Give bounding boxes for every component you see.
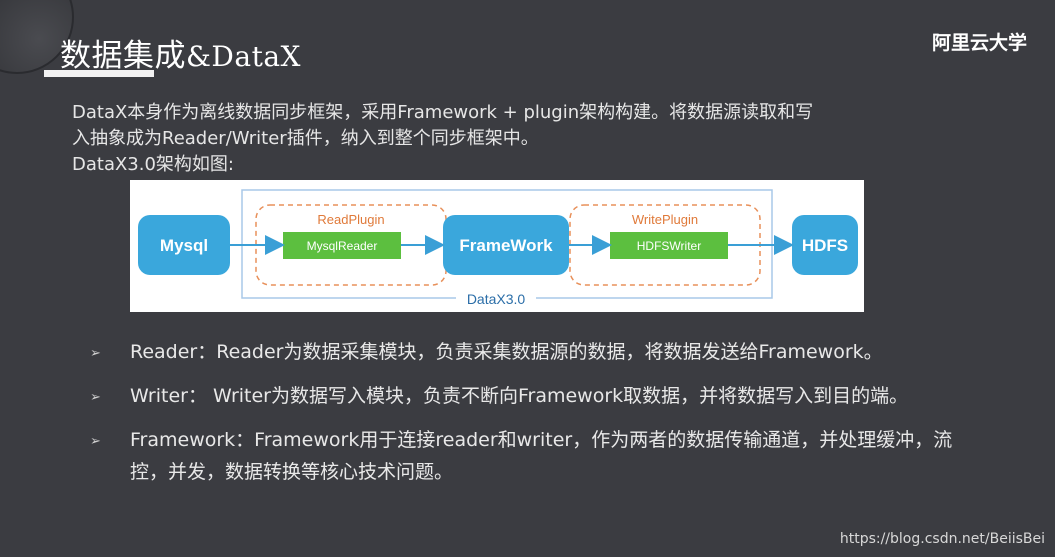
intro-text: DataX本身作为离线数据同步框架，采用Framework + plugin架构… [72, 100, 932, 178]
hdfs-writer-label: HDFSWriter [637, 239, 701, 253]
framework-label: FrameWork [459, 236, 553, 255]
mysql-reader-label: MysqlReader [307, 239, 378, 253]
title-chinese: 数据集成 [60, 38, 186, 74]
architecture-svg: DataX3.0 Mysql ReadPlugin MysqlReader Fr… [138, 189, 858, 308]
mysql-label: Mysql [160, 236, 208, 255]
mysql-reader-box [283, 232, 401, 259]
title-underline [44, 70, 154, 77]
write-plugin-label: WritePlugin [632, 212, 698, 227]
hdfs-box [792, 215, 858, 275]
read-plugin-label: ReadPlugin [317, 212, 384, 227]
bullet-arrow-icon: ➢ [90, 434, 101, 449]
page-title: 数据集成&DataX [60, 30, 301, 75]
watermark-url: https://blog.csdn.net/BeiisBei [839, 531, 1045, 547]
list-item: ➢ Writer： Writer为数据写入模块，负责不断向Framework取数… [90, 380, 970, 414]
intro-line-1: DataX本身作为离线数据同步框架，采用Framework + plugin架构… [72, 102, 814, 123]
bullet-arrow-icon: ➢ [90, 346, 101, 361]
bullet-text-writer: Writer： Writer为数据写入模块，负责不断向Framework取数据，… [130, 385, 909, 407]
list-item: ➢ Reader：Reader为数据采集模块，负责采集数据源的数据，将数据发送给… [90, 336, 970, 370]
title-latin: &DataX [186, 40, 301, 73]
intro-line-2: 入抽象成为Reader/Writer插件，纳入到整个同步框架中。 [72, 128, 539, 149]
intro-line-3: DataX3.0架构如图: [72, 154, 234, 175]
hdfs-label: HDFS [802, 236, 848, 255]
bullet-text-framework: Framework：Framework用于连接reader和writer，作为两… [130, 429, 953, 483]
hdfs-writer-box [610, 232, 728, 259]
bullet-text-reader: Reader：Reader为数据采集模块，负责采集数据源的数据，将数据发送给Fr… [130, 341, 883, 363]
list-item: ➢ Framework：Framework用于连接reader和writer，作… [90, 424, 970, 488]
datax-label: DataX3.0 [467, 291, 526, 307]
brand-label: 阿里云大学 [931, 32, 1027, 54]
architecture-diagram: DataX3.0 Mysql ReadPlugin MysqlReader Fr… [130, 180, 864, 312]
bullet-list: ➢ Reader：Reader为数据采集模块，负责采集数据源的数据，将数据发送给… [90, 336, 970, 498]
bullet-arrow-icon: ➢ [90, 390, 101, 405]
datax-label-bg [456, 290, 536, 308]
framework-box [443, 215, 569, 275]
mysql-box [138, 215, 230, 275]
